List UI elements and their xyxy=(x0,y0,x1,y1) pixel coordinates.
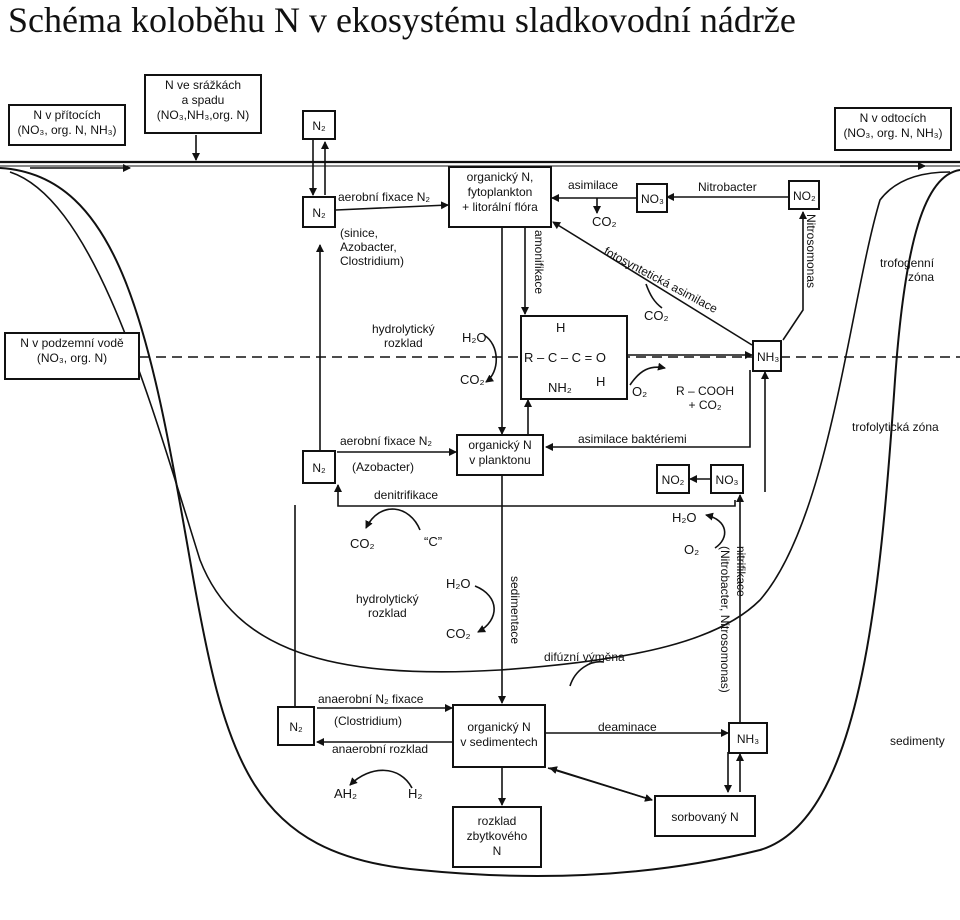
groundwater-label: N v podzemní vodě xyxy=(20,336,124,350)
sorbed-n-box: sorbovaný N xyxy=(654,795,756,837)
o2-nitrification: O₂ xyxy=(684,542,700,557)
amino-acid-box xyxy=(520,315,628,400)
azobacter-label: (Azobacter) xyxy=(352,460,415,474)
sedimentation-label: sedimentace xyxy=(508,576,522,645)
deamination-label: deaminace xyxy=(598,720,657,734)
plankton-box: organický N v planktonu xyxy=(456,434,544,476)
residue-line-3: N xyxy=(492,844,502,858)
precip-label-1: N ve srážkách xyxy=(164,78,242,92)
nitrification-label: nitrifikace xyxy=(734,546,748,597)
hydrolytic-top-label: hydrolytický rozklad xyxy=(372,322,435,350)
n2-fixation-box: N₂ xyxy=(302,196,336,228)
residue-box: rozklad zbytkového N xyxy=(452,806,542,868)
n2-top-box: N₂ xyxy=(302,110,336,140)
nitrification-bacteria-label: (Nitrobacter, Nitrosomonas) xyxy=(718,546,732,693)
no3-mid-box: NO₃ xyxy=(710,464,744,494)
amino-nh2: NH₂ xyxy=(548,380,572,395)
h2o-top: H₂O xyxy=(462,330,487,345)
acid-label: R – COOH + CO₂ xyxy=(676,384,735,412)
sinice-label: (sinice, Azobacter, Clostridium) xyxy=(340,226,405,268)
n2-mid-box: N₂ xyxy=(302,450,336,484)
denitrification-label: denitrifikace xyxy=(374,488,439,502)
precip-label-2: a spadu xyxy=(181,93,225,107)
inflow-species: (NO₃, org. N, NH₃) xyxy=(17,123,117,137)
co2-mid: CO₂ xyxy=(446,626,471,641)
anaerobic-decomposition-label: anaerobní rozklad xyxy=(332,742,429,756)
amino-h-right: H xyxy=(596,374,606,389)
outflow-species: (NO₃, org. N, NH₃) xyxy=(843,126,943,140)
amonification-label: amonifikace xyxy=(532,230,546,295)
anaerobic-fixation-label: anaerobní N₂ fixace xyxy=(318,692,424,706)
co2-assimilation: CO₂ xyxy=(592,214,617,229)
precip-species: (NO₃,NH₃,org. N) xyxy=(156,108,250,122)
amino-backbone: R – C – C = O xyxy=(524,350,606,365)
inflow-box: N v přítocích (NO₃, org. N, NH₃) xyxy=(8,104,126,146)
outflow-box: N v odtocích (NO₃, org. N, NH₃) xyxy=(834,107,952,151)
sediments-zone-label: sedimenty xyxy=(890,734,945,748)
aerobic-fixation-top-label: aerobní fixace N₂ xyxy=(338,190,431,204)
co2-denitrification: CO₂ xyxy=(350,536,375,551)
residue-line-1: rozklad xyxy=(477,814,517,828)
no3-top-box: NO₃ xyxy=(636,183,668,213)
h2o-mid: H₂O xyxy=(446,576,471,591)
nitrobacter-label: Nitrobacter xyxy=(698,180,757,194)
tropholytic-zone-label: trofolytická zóna xyxy=(852,420,939,434)
basin-outer xyxy=(0,167,960,877)
inflow-label: N v přítocích xyxy=(33,108,101,122)
nitrosomonas-label: Nitrosomonas xyxy=(804,214,818,289)
clostridium-label: (Clostridium) xyxy=(334,714,403,728)
co2-photosynthesis: CO₂ xyxy=(644,308,669,323)
h2o-nitrification: H₂O xyxy=(672,510,697,525)
ah2-label: AH₂ xyxy=(334,786,358,801)
amino-h-top: H xyxy=(556,320,566,335)
hydrolytic-mid-label: hydrolytický rozklad xyxy=(356,592,419,620)
precipitation-box: N ve srážkách a spadu (NO₃,NH₃,org. N) xyxy=(144,74,262,134)
no2-top-box: NO₂ xyxy=(788,180,820,210)
aerobic-fixation-mid-label: aerobní fixace N₂ xyxy=(340,434,433,448)
groundwater-box: N v podzemní vodě (NO₃, org. N) xyxy=(4,332,140,380)
residue-line-2: zbytkového xyxy=(466,829,528,843)
sediment-line-2: v sedimentech xyxy=(460,735,538,749)
sediment-line-1: organický N xyxy=(467,720,531,734)
no2-mid-box: NO₂ xyxy=(656,464,690,494)
phyto-line-1: organický N, xyxy=(466,170,534,184)
sediment-organic-box: organický N v sedimentech xyxy=(452,704,546,768)
nh3-mid-box: NH₃ xyxy=(752,340,782,372)
phytoplankton-box: organický N, fytoplankton + litorální fl… xyxy=(448,166,552,228)
co2-top: CO₂ xyxy=(460,372,485,387)
assimilation-top-label: asimilace xyxy=(568,178,619,192)
phyto-line-3: + litorální flóra xyxy=(462,200,538,214)
diffusion-label: difúzní výměna xyxy=(544,650,625,664)
phyto-line-2: fytoplankton xyxy=(467,185,533,199)
o2-mid: O₂ xyxy=(632,384,648,399)
trophogenic-zone-label: trofogenní zóna xyxy=(880,256,935,284)
plankton-line-1: organický N xyxy=(468,438,532,452)
carbon-denitrification: “C” xyxy=(424,534,443,549)
outflow-label: N v odtocích xyxy=(859,111,927,125)
groundwater-species: (NO₃, org. N) xyxy=(36,351,108,365)
diagram-title: Schéma koloběhu N v ekosystému sladkovod… xyxy=(8,0,796,40)
n2-bottom-box: N₂ xyxy=(277,706,315,746)
assimilation-bacteria-label: asimilace baktériemi xyxy=(578,432,687,446)
nh3-bottom-box: NH₃ xyxy=(728,722,768,754)
h2-label: H₂ xyxy=(408,786,423,801)
plankton-line-2: v planktonu xyxy=(469,453,531,467)
basin-inner xyxy=(9,171,951,673)
